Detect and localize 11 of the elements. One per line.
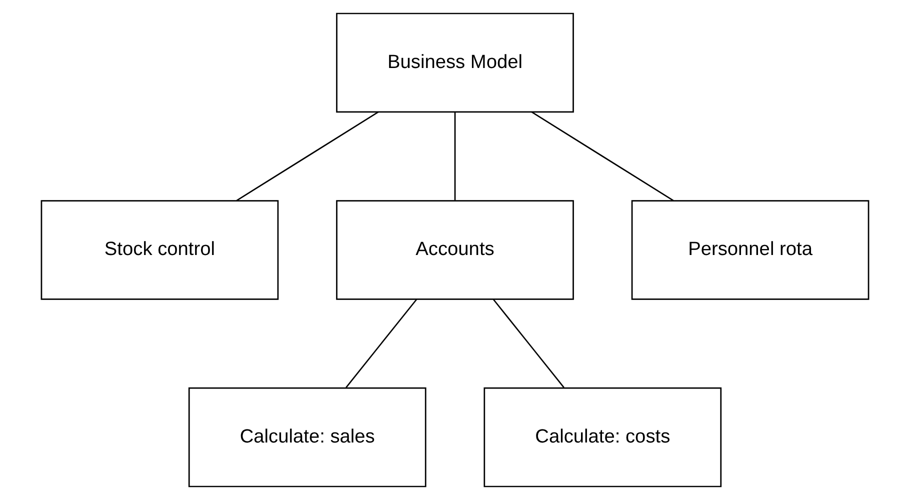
- node-box: Accounts: [336, 200, 574, 300]
- connector: [454, 112, 456, 200]
- node-box: Personnel rota: [630, 200, 869, 300]
- node-box: Business Model: [336, 12, 574, 113]
- connector: [492, 298, 564, 388]
- connector: [236, 112, 378, 202]
- connector: [345, 298, 417, 388]
- node-box: Stock control: [40, 200, 278, 300]
- node-box: Calculate: costs: [483, 387, 722, 488]
- node-box: Calculate: sales: [188, 387, 426, 488]
- connector: [530, 112, 674, 202]
